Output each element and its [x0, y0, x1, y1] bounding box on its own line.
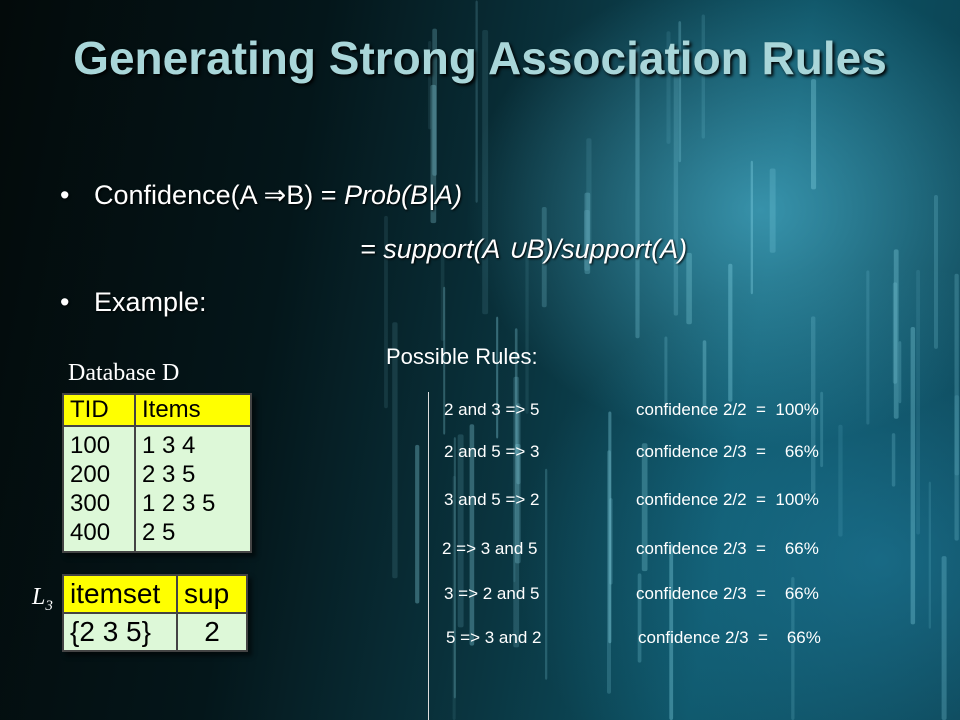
light-streak — [941, 556, 947, 720]
database-caption: Database D — [68, 360, 180, 386]
light-streak — [415, 444, 420, 604]
confidence-prob: Prob(B|A) — [344, 180, 463, 210]
tid-cell: 300 — [70, 490, 111, 517]
bullet-dot: • — [60, 180, 70, 210]
rule-text: 3 => 2 and 5 — [444, 584, 540, 603]
bullet-confidence: • Confidence(A ⇒B) = Prob(B|A) — [60, 180, 462, 211]
light-streak — [769, 168, 776, 253]
light-streak — [820, 391, 824, 468]
light-streak — [496, 316, 499, 439]
l3-table: itemset sup {2 3 5} 2 — [62, 574, 248, 652]
database-header-row: TID Items — [62, 393, 252, 427]
l3-row: {2 3 5} 2 — [62, 612, 248, 652]
tid-cell: 400 — [70, 519, 111, 546]
items-header: Items — [134, 393, 252, 427]
light-streak — [673, 47, 679, 316]
cont-prefix: = support(A — [360, 234, 507, 264]
l3-header-row: itemset sup — [62, 574, 248, 614]
light-streak — [750, 160, 753, 295]
possible-rules-caption: Possible Rules: — [386, 344, 538, 369]
light-streak — [545, 468, 548, 680]
items-cell: 1 3 4 — [142, 432, 196, 459]
example-label: Example: — [94, 287, 207, 317]
rule-confidence: confidence 2/3 = 66% — [638, 628, 821, 647]
confidence-prefix: Confidence(A — [94, 180, 264, 210]
rule-text: 3 and 5 => 2 — [444, 490, 540, 509]
sup-cell: 2 — [176, 612, 248, 652]
items-cell: 2 3 5 — [142, 461, 196, 488]
items-column: 1 3 4 2 3 5 1 2 3 5 2 5 — [134, 425, 252, 553]
cont-suffix: B)/support(A) — [526, 234, 688, 264]
sup-header: sup — [176, 574, 248, 614]
tid-cell: 100 — [70, 432, 111, 459]
itemset-cell: {2 3 5} — [62, 612, 178, 652]
light-streak — [928, 481, 931, 629]
light-streak — [916, 269, 920, 535]
confidence-continuation: = support(A ∪B)/support(A) — [360, 234, 687, 265]
rule-confidence: confidence 2/3 = 66% — [636, 584, 819, 603]
bullet-example: • Example: — [60, 287, 207, 318]
light-streak — [811, 79, 817, 190]
l3-label-subscript: 3 — [45, 597, 53, 614]
light-streak — [954, 395, 960, 476]
items-cell: 1 2 3 5 — [142, 490, 216, 517]
rule-confidence: confidence 2/3 = 66% — [636, 442, 819, 461]
slide-title: Generating Strong Association Rules — [73, 32, 887, 84]
light-streak — [934, 195, 938, 349]
bullet-dot: • — [60, 287, 70, 317]
rule-text: 5 => 3 and 2 — [446, 628, 542, 647]
database-table: TID Items 100 200 300 400 1 3 4 2 3 5 1 … — [62, 393, 252, 553]
items-cell: 2 5 — [142, 519, 176, 546]
union-symbol: ∪ — [506, 234, 527, 264]
rule-confidence: confidence 2/2 = 100% — [636, 490, 819, 509]
rule-text: 2 and 5 => 3 — [444, 442, 540, 461]
light-streak — [607, 450, 611, 694]
light-streak — [892, 282, 898, 384]
database-body: 100 200 300 400 1 3 4 2 3 5 1 2 3 5 2 5 — [62, 425, 252, 553]
confidence-mid: B) = — [286, 180, 345, 210]
light-streak — [893, 249, 899, 419]
tid-header: TID — [62, 393, 136, 427]
light-streak — [910, 327, 916, 625]
tid-cell: 200 — [70, 461, 111, 488]
rules-divider-line — [428, 392, 429, 720]
tid-column: 100 200 300 400 — [62, 425, 136, 553]
light-streak — [898, 341, 902, 404]
light-streak — [635, 45, 640, 339]
rule-text: 2 and 3 => 5 — [444, 400, 540, 419]
l3-label: L3 — [32, 584, 53, 615]
rule-text: 2 => 3 and 5 — [442, 539, 538, 558]
implies-symbol: ⇒ — [263, 180, 287, 210]
light-streak — [891, 433, 896, 487]
light-streak — [728, 263, 733, 402]
itemset-header: itemset — [62, 574, 178, 614]
rule-confidence: confidence 2/2 = 100% — [636, 400, 819, 419]
l3-label-letter: L — [32, 584, 46, 610]
light-streak — [866, 270, 870, 425]
light-streak — [664, 336, 668, 407]
light-streak — [608, 411, 612, 644]
light-streak — [954, 273, 959, 541]
rule-confidence: confidence 2/3 = 66% — [636, 539, 819, 558]
light-streak — [838, 424, 843, 537]
light-streak — [453, 437, 456, 699]
light-streak — [525, 241, 529, 414]
light-streak — [609, 498, 613, 585]
